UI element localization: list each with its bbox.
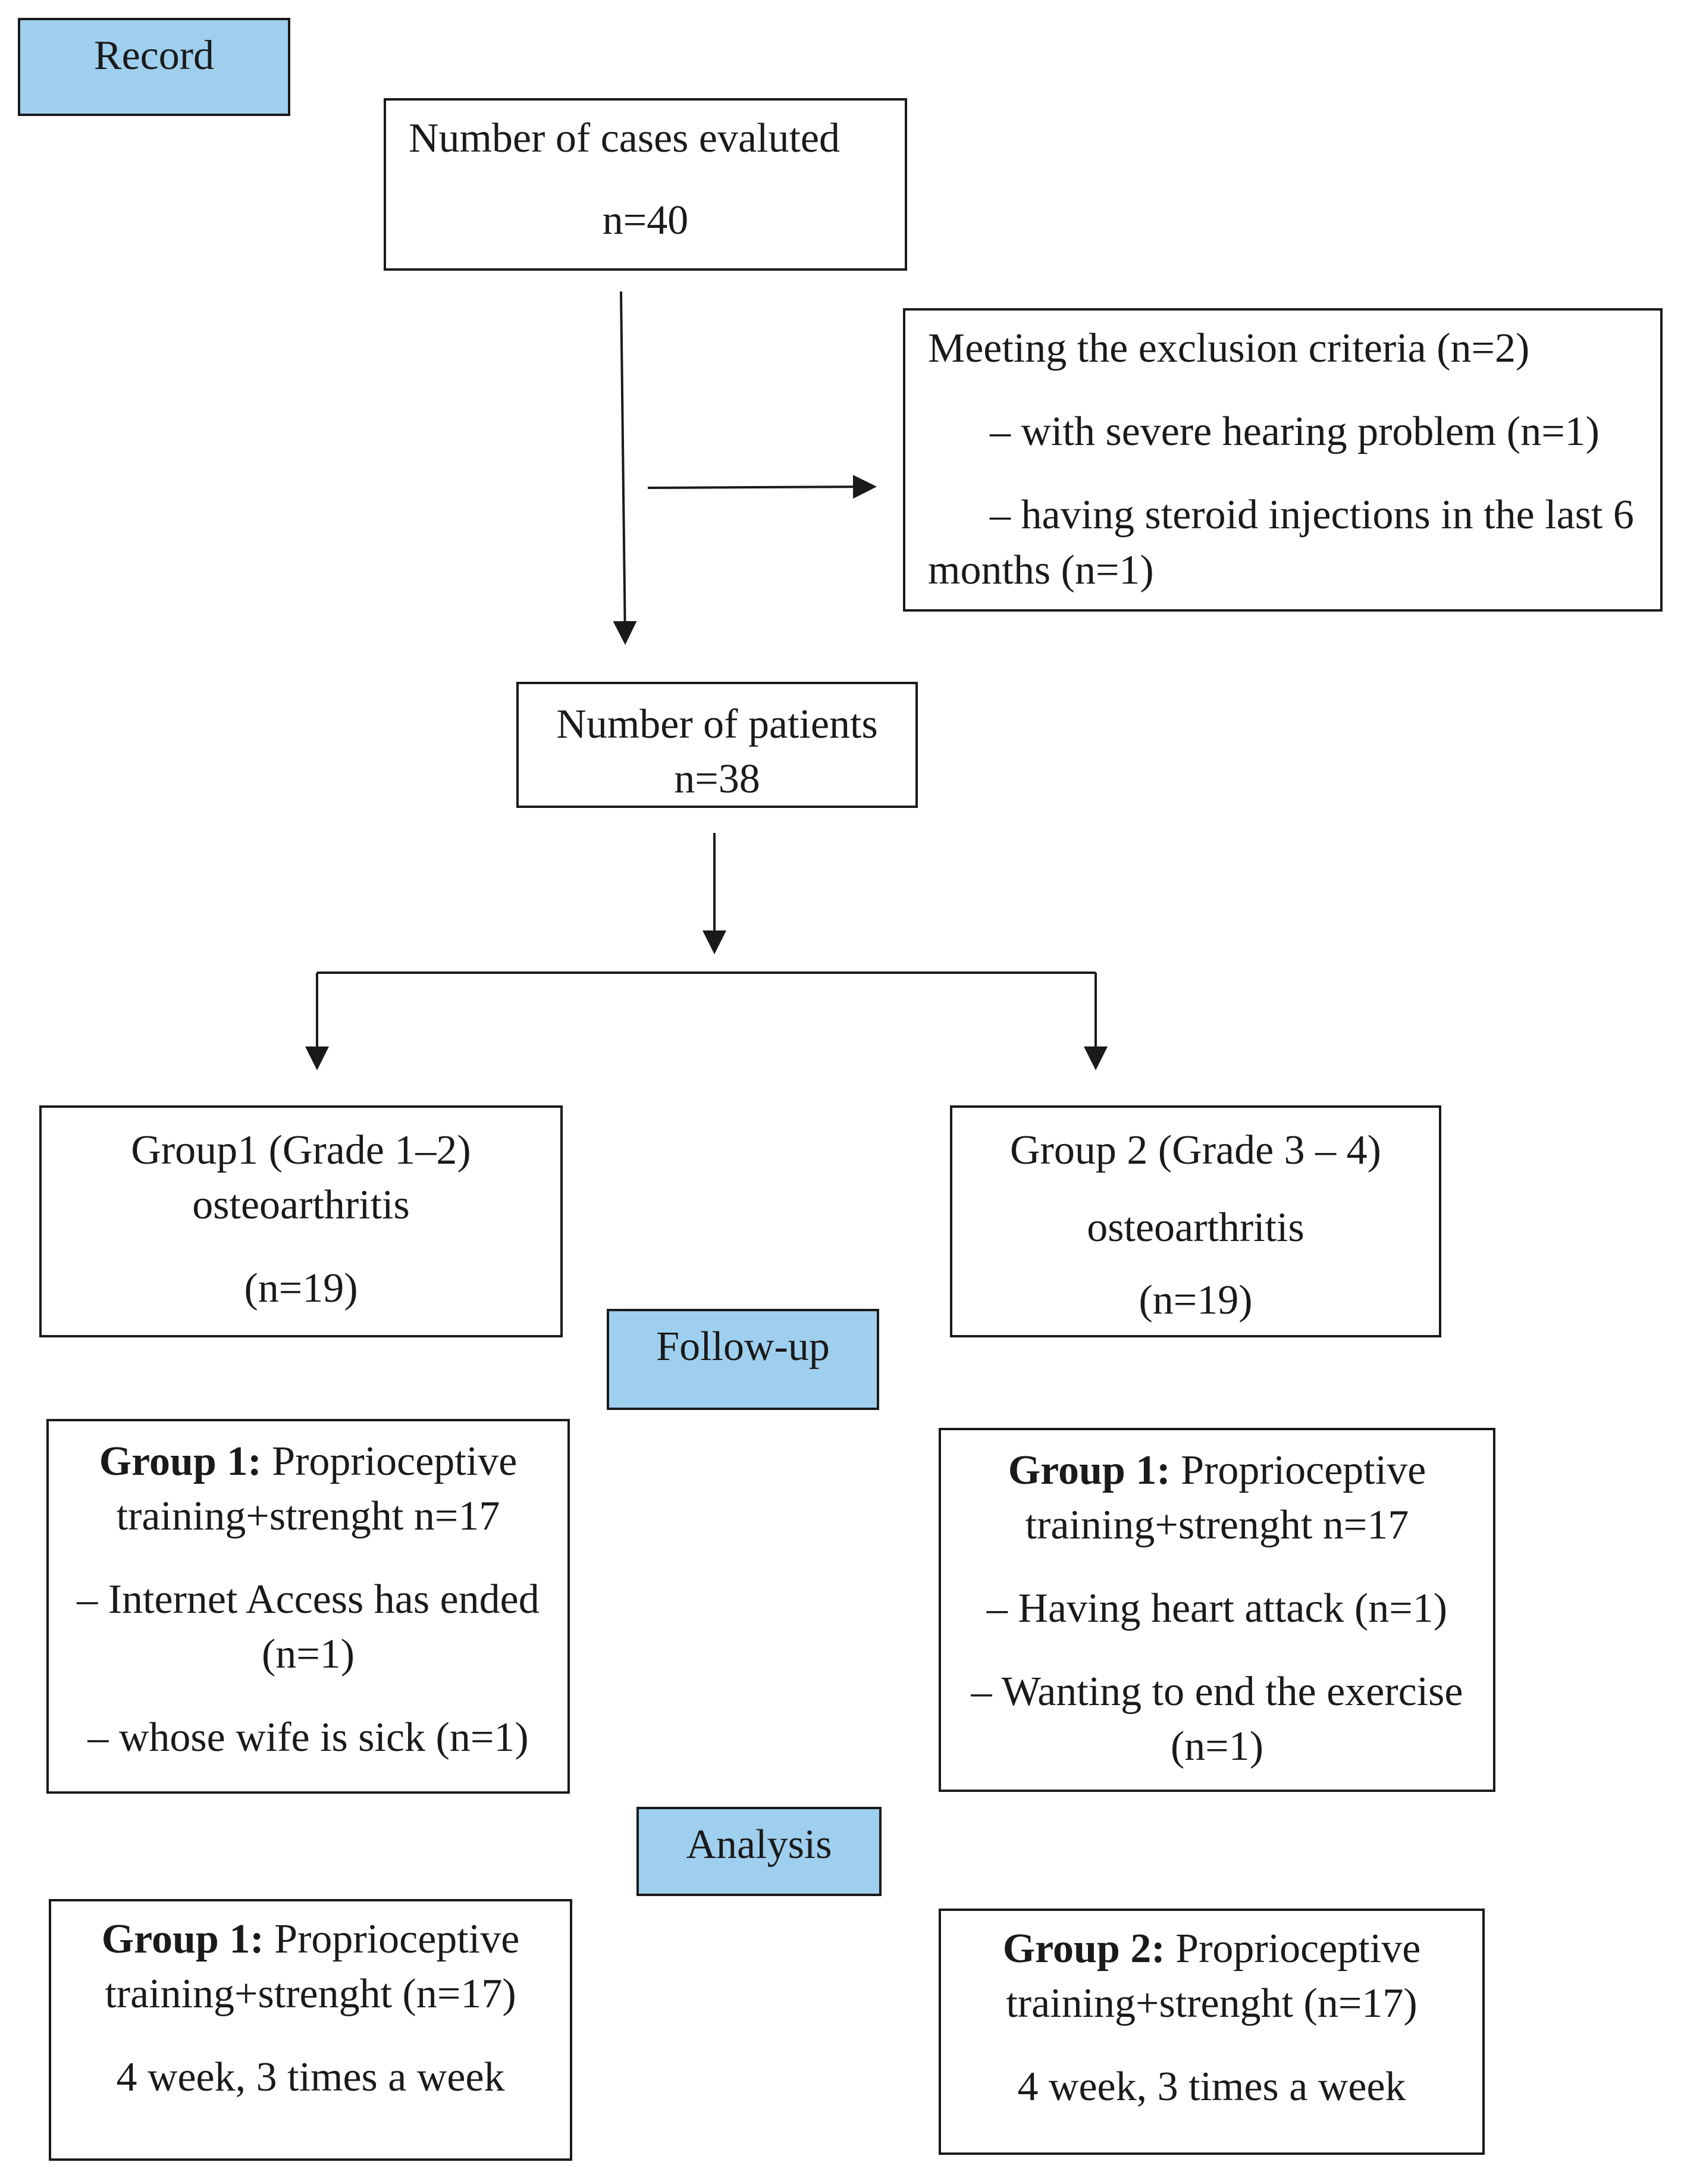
cases-evaluated-count: n=40	[602, 198, 689, 243]
analysis-right-heading-rest: Proprioceptive	[1165, 1926, 1421, 1972]
patients-label: Number of patients	[556, 701, 878, 747]
followup-left-heading-rest: Proprioceptive	[261, 1439, 518, 1484]
box-number-of-patients: Number of patients n=38	[516, 682, 918, 808]
followup-right-reason1: – Having heart attack (n=1)	[986, 1585, 1448, 1631]
analysis-left-heading: Group 1: Proprioceptive	[51, 1914, 570, 1964]
analysis-right-group-label: Group 2:	[1002, 1926, 1165, 1972]
followup-left-heading: Group 1: Proprioceptive	[49, 1437, 567, 1487]
followup-left-reason1: – Internet Access has ended	[77, 1577, 540, 1622]
box-analysis-group1: Group 1: Proprioceptive training+strengh…	[49, 1899, 572, 2161]
cases-evaluated-label: Number of cases evaluted	[409, 115, 840, 161]
arrow-to-exclusion	[647, 475, 877, 499]
followup-right-group-label: Group 1:	[1008, 1447, 1171, 1493]
group1-condition: osteoarthritis	[192, 1182, 410, 1228]
box-group2: Group 2 (Grade 3 – 4) osteoarthritis (n=…	[950, 1105, 1441, 1337]
analysis-right-training: training+strenght (n=17)	[1006, 1981, 1417, 2026]
followup-left-reason1-count: (n=1)	[261, 1631, 355, 1677]
box-followup-group1: Group 1: Proprioceptive training+strengh…	[46, 1419, 570, 1794]
stage-analysis-label: Analysis	[686, 1822, 832, 1867]
group2-title: Group 2 (Grade 3 – 4)	[1010, 1127, 1381, 1173]
followup-left-reason2: – whose wife is sick (n=1)	[87, 1715, 529, 1760]
exclusion-item-hearing: – with severe hearing problem (n=1)	[990, 409, 1600, 455]
followup-right-heading-rest: Proprioceptive	[1170, 1447, 1426, 1493]
analysis-left-heading-rest: Proprioceptive	[264, 1916, 520, 1962]
exclusion-item-steroid: – having steroid injections in the last …	[990, 492, 1634, 538]
followup-left-training: training+strenght n=17	[116, 1493, 500, 1539]
followup-left-group-label: Group 1:	[99, 1439, 262, 1484]
box-analysis-group2: Group 2: Proprioceptive training+strengh…	[939, 1909, 1485, 2155]
stage-analysis: Analysis	[636, 1807, 882, 1896]
group2-condition: osteoarthritis	[1087, 1205, 1304, 1251]
box-group1: Group1 (Grade 1–2) osteoarthritis (n=19)	[39, 1105, 563, 1337]
arrow-evaluated-to-patients	[613, 291, 637, 645]
followup-right-reason2: – Wanting to end the exercise	[971, 1669, 1463, 1715]
group1-title: Group1 (Grade 1–2)	[131, 1127, 471, 1173]
followup-right-heading: Group 1: Proprioceptive	[941, 1446, 1493, 1496]
box-exclusion-criteria: Meeting the exclusion criteria (n=2) – w…	[903, 308, 1663, 612]
followup-right-reason2-count: (n=1)	[1170, 1724, 1264, 1769]
followup-right-training: training+strenght n=17	[1025, 1502, 1409, 1548]
patients-count: n=38	[674, 756, 760, 802]
analysis-right-heading: Group 2: Proprioceptive	[941, 1924, 1482, 1974]
exclusion-title: Meeting the exclusion criteria (n=2)	[928, 325, 1530, 371]
stage-followup: Follow-up	[607, 1309, 879, 1410]
stage-record-label: Record	[93, 33, 215, 79]
box-followup-group2: Group 1: Proprioceptive training+strengh…	[939, 1428, 1495, 1792]
exclusion-item-steroid-cont: months (n=1)	[928, 547, 1154, 593]
analysis-right-schedule: 4 week, 3 times a week	[1017, 2064, 1406, 2110]
group1-count: (n=19)	[244, 1265, 358, 1311]
analysis-left-group-label: Group 1:	[101, 1916, 264, 1962]
box-cases-evaluated: Number of cases evaluted n=40	[384, 98, 907, 271]
group2-count: (n=19)	[1139, 1277, 1253, 1323]
analysis-left-schedule: 4 week, 3 times a week	[116, 2054, 505, 2100]
stage-followup-label: Follow-up	[656, 1324, 830, 1370]
analysis-left-training: training+strenght (n=17)	[105, 1971, 516, 2017]
stage-record: Record	[18, 18, 290, 116]
